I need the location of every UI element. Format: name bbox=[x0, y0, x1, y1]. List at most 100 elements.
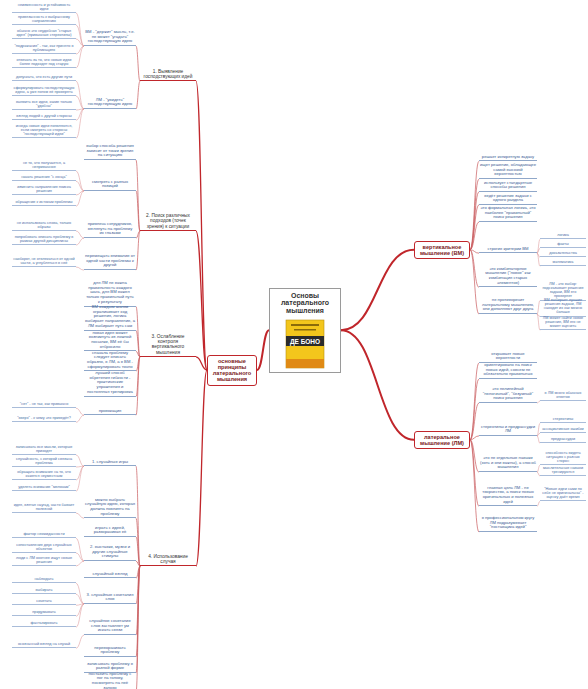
branch-connector bbox=[470, 436, 479, 440]
topic-text: уделять внимание "мелочам" bbox=[13, 485, 75, 489]
topic-text: "подражание" - так, как принято в публик… bbox=[13, 44, 75, 53]
subtopic: лучший способ обретения гибкости - практ… bbox=[84, 371, 136, 397]
central-topic: Основы латерального мышленияДЕ БОНО bbox=[269, 288, 341, 373]
branch-connector bbox=[76, 513, 84, 518]
leaf-topic: придумывать bbox=[12, 610, 76, 616]
branch-topic: 1. Выявление господствующих идей bbox=[140, 69, 196, 82]
branch-connector bbox=[76, 238, 84, 245]
topic-text: это не отдельные навыки (хоть и они важн… bbox=[480, 456, 536, 470]
topic-text: ВМ - "держит" мысль, т.е. не может "угад… bbox=[85, 30, 135, 44]
leaf-topic: обычно это неудобная "старая идея" (прив… bbox=[12, 29, 76, 40]
subtopic: это комбинаторное мышление ("новое" как … bbox=[479, 267, 537, 288]
subtopic: главная цель ЛМ - не творчество, а поиск… bbox=[479, 486, 537, 507]
branch-connector bbox=[136, 231, 140, 270]
topic-text: сформулировать господствующую идею, а уж… bbox=[13, 86, 75, 95]
branch-connector bbox=[136, 566, 140, 689]
leaf-topic: способность видеть ситуацию с разных сто… bbox=[540, 451, 586, 466]
leaf-topic: предрассудки bbox=[540, 437, 586, 443]
branch-connector bbox=[470, 179, 479, 250]
branch-connector bbox=[76, 538, 84, 561]
leaf-topic: случайность, с которой связана проблема bbox=[12, 457, 76, 468]
topic-text: случайность, с которой связана проблема bbox=[13, 457, 75, 466]
topic-text: случайное сочетание слов заставляет ум и… bbox=[85, 619, 135, 633]
branch-connector bbox=[76, 635, 84, 648]
book-cover-shape bbox=[286, 320, 324, 368]
topic-text: смотреть с разных позиций bbox=[85, 180, 135, 189]
subtopic: не противоречит латеральному мышлению, о… bbox=[479, 298, 537, 314]
branch-connector bbox=[196, 231, 207, 370]
topic-text: попробовать описать проблему в рамках др… bbox=[13, 235, 75, 244]
branch-connector bbox=[76, 553, 84, 561]
branch-connector bbox=[76, 109, 84, 138]
leaf-topic: иногда новые идеи появляются, если смотр… bbox=[12, 124, 76, 139]
branch-connector bbox=[76, 561, 84, 566]
leaf-topic: доказательства bbox=[540, 251, 586, 257]
topic-text: сочетать bbox=[13, 599, 75, 603]
topic-text: это формальная логика, это наиболее "пра… bbox=[480, 206, 536, 220]
subtopic: строгие критерии ВМ bbox=[479, 247, 537, 254]
leaf-topic: попробовать описать проблему в рамках др… bbox=[12, 235, 76, 246]
branch-connector bbox=[76, 96, 84, 109]
book-top-stripe bbox=[294, 329, 316, 331]
leaf-topic: уделять внимание "мелочам" bbox=[12, 485, 76, 491]
leaf-topic: наоборот, не отвлекаться от одной части,… bbox=[12, 257, 76, 268]
main-topic: вертикальное мышление (ВМ) bbox=[414, 241, 470, 260]
topic-text: выбор способа решения зависит от точки з… bbox=[85, 144, 135, 158]
leaf-topic: обращать внимание на то, что кажется неу… bbox=[12, 470, 76, 481]
subtopic: привлечь сотрудников, взглянуть на пробл… bbox=[84, 222, 136, 238]
branch-connector bbox=[76, 583, 84, 604]
subtopic: провокация bbox=[84, 409, 136, 416]
topic-text: использует стандартные способы решения bbox=[480, 181, 536, 190]
leaf-topic: стереотипы bbox=[540, 417, 586, 423]
leaf-topic: в ЛМ много обычных ответов bbox=[540, 391, 586, 402]
topic-text: основные принципы латерального мышления bbox=[211, 358, 253, 383]
topic-text: 4. Использование случая bbox=[141, 554, 195, 565]
topic-text: поставить проблему с ног на голову, посм… bbox=[85, 672, 135, 689]
branch-connector bbox=[470, 440, 479, 507]
subtopic: 1. случайные игры bbox=[84, 460, 136, 467]
topic-text: выбирать bbox=[13, 588, 75, 592]
topic-text: наоборот, не отвлекаться от одной части,… bbox=[13, 257, 75, 266]
leaf-topic: допускать, что есть другие пути bbox=[12, 75, 76, 81]
topic-text: мыслительные навыки тренируются bbox=[541, 466, 585, 475]
leaf-topic: "нет" - не так, как привычно bbox=[12, 402, 76, 408]
branch-connector bbox=[470, 161, 479, 250]
subtopic: использует стандартные способы решения bbox=[479, 181, 537, 192]
branch-connector bbox=[76, 455, 84, 466]
topic-text: обращение к истокам проблемы bbox=[13, 200, 75, 204]
topic-text: привлечь сотрудников, взглянуть на пробл… bbox=[85, 222, 135, 236]
branch-connector bbox=[196, 370, 207, 566]
topic-text: записывать проблему в разной форме bbox=[85, 662, 135, 671]
topic-text: 2. выставки, музеи и другие случайные ст… bbox=[85, 545, 135, 559]
branch-topic: 3. Ослабление контроля вертикального мыш… bbox=[140, 334, 196, 357]
leaf-topic: неизменность и устойчивость идеи bbox=[12, 3, 76, 14]
topic-text: предрассудки bbox=[541, 437, 585, 441]
book-cover: ДЕ БОНО bbox=[285, 319, 325, 369]
topic-text: открывает новые вероятности bbox=[480, 352, 536, 361]
branch-connector bbox=[76, 466, 84, 491]
topic-text: изменить направление поиска решения bbox=[13, 185, 75, 194]
topic-text: иногда новые идеи появляются, если смотр… bbox=[13, 124, 75, 137]
leaf-topic: выбирать bbox=[12, 588, 76, 594]
leaf-topic: фактор неожиданности bbox=[12, 532, 76, 538]
leaf-topic: мыслительные навыки тренируются bbox=[540, 466, 586, 477]
leaf-topic: математика bbox=[540, 260, 586, 266]
topic-text: сопоставление двух случайных объектов bbox=[13, 543, 75, 552]
topic-text: провокация bbox=[85, 409, 135, 414]
leaf-topic: факты bbox=[540, 242, 586, 248]
book-title-band bbox=[286, 336, 324, 346]
main-topic: латеральное мышление (ЛМ) bbox=[414, 431, 470, 450]
topic-text: взгляд людей с другой стороны bbox=[13, 114, 75, 118]
topic-text: латеральное мышление (ЛМ) bbox=[418, 434, 466, 447]
topic-text: перемещать внимание от одной части пробл… bbox=[85, 254, 135, 268]
leaf-topic: начать решение "с конца" bbox=[12, 175, 76, 181]
leaf-topic: сочетать bbox=[12, 599, 76, 605]
leaf-topic: ассоциативные ошибки bbox=[540, 427, 586, 433]
branch-connector bbox=[76, 181, 84, 191]
topic-text: обычно это неудобная "старая идея" (прив… bbox=[13, 29, 75, 38]
subtopic: решает конкретную задачу bbox=[479, 155, 537, 162]
topic-text: в профессиональном кругу ЛМ подразумевае… bbox=[480, 516, 536, 530]
leaf-topic: фантазировать bbox=[12, 621, 76, 627]
topic-text: не использовать слова, только образы bbox=[13, 221, 75, 230]
